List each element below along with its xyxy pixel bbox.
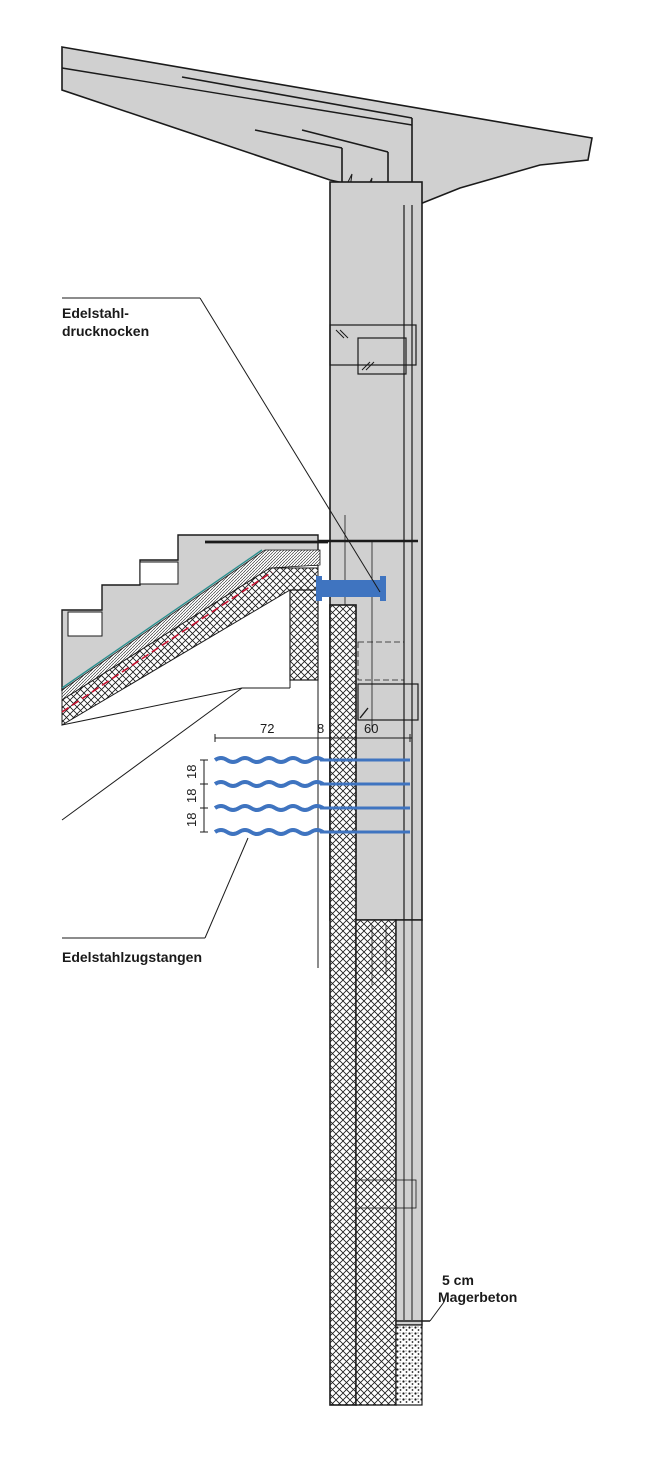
tension-rod <box>213 780 410 788</box>
label-compression-cam-line1: Edelstahl- <box>62 305 129 321</box>
label-tension-rods: Edelstahlzugstangen <box>62 949 202 965</box>
dimension-72: 72 <box>260 721 274 736</box>
tension-rods <box>213 756 410 836</box>
tension-rod <box>213 828 410 836</box>
dimension-18-b: 18 <box>184 789 199 803</box>
dimension-60: 60 <box>364 721 378 736</box>
label-compression-cam-line2: drucknocken <box>62 323 149 339</box>
compression-cam <box>316 576 386 601</box>
label-lean-concrete-line2: Magerbeton <box>438 1289 517 1305</box>
dimension-18-c: 18 <box>184 813 199 827</box>
tension-rod <box>213 756 410 764</box>
tension-rod <box>213 804 410 812</box>
dimension-8: 8 <box>317 721 324 736</box>
roof-slab <box>61 46 593 290</box>
leader-lines <box>61 297 381 939</box>
label-lean-concrete-line1: 5 cm <box>442 1272 474 1288</box>
lean-concrete <box>395 1301 445 1406</box>
dimension-lines <box>200 734 412 833</box>
dimension-18-a: 18 <box>184 765 199 779</box>
stair-flight <box>61 534 328 726</box>
